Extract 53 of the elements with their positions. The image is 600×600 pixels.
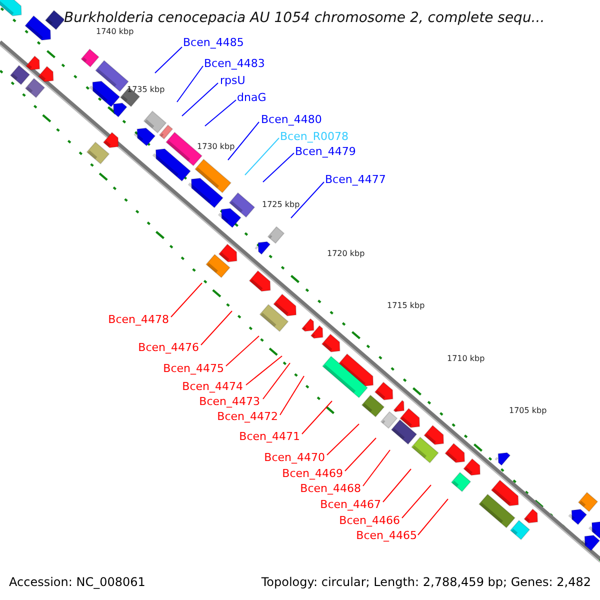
leader-line [280,376,304,416]
gene-label: rpsU [220,74,246,87]
title: Burkholderia cenocepacia AU 1054 chromosome 2, complete sequ... [64,10,545,27]
leader-line [362,450,390,486]
tick-label: 1740 kbp [96,26,134,37]
leader-line [154,46,182,74]
tick-label: 1735 kbp [127,84,165,95]
footer-text: Topology: circular; Length: 2,788,459 bp; Genes: 2,482 [261,576,591,589]
gene-label: Bcen_4478 [108,313,169,326]
leader-line [226,336,260,366]
leader-line [290,182,324,218]
gene-label: Bcen_4468 [300,482,361,495]
gene-label: dnaG [237,91,266,104]
tick-label: 1715 kbp [387,300,425,311]
leader-line [204,100,236,126]
gene-label: Bcen_4473 [199,395,260,408]
tick-label: 1725 kbp [262,199,300,210]
footer-text: Accession: NC_008061 [9,576,146,589]
leader-line [344,438,376,472]
gene-label: Bcen_4479 [295,145,356,158]
gene-label: Bcen_4467 [320,498,381,511]
leader-line [382,468,412,502]
leader-line [326,424,360,456]
gene-label: Bcen_4477 [325,173,386,186]
leader-line [228,122,260,160]
gene-label: Bcen_4471 [239,430,300,443]
gene-label: Bcen_4470 [264,451,325,464]
leader-line [176,66,204,102]
gene-label: Bcen_4469 [282,467,343,480]
leader-line [302,400,332,434]
gene-label: Bcen_4480 [261,113,322,126]
gene-label: Bcen_R0078 [280,130,348,143]
tick-label: 1730 kbp [197,141,235,152]
leader-line [170,282,202,318]
gene-label: Bcen_4466 [339,514,400,527]
gene-label: Bcen_4483 [204,57,265,70]
gene-label: Bcen_4485 [183,36,244,49]
tick-label: 1710 kbp [447,353,485,364]
gene-label: Bcen_4465 [356,529,417,542]
tick-label: 1705 kbp [509,405,547,416]
leader-line [182,82,218,116]
gene-label: Bcen_4472 [217,410,278,423]
leader-line [200,310,232,346]
leader-line [246,356,282,386]
gene-label: Bcen_4475 [163,362,224,375]
leader-line [262,152,294,182]
leader-line [402,484,432,518]
leader-line [244,138,280,176]
gene-label: Bcen_4474 [182,380,243,393]
gene-label: Bcen_4476 [138,341,199,354]
leader-line [262,362,290,400]
tick-label: 1720 kbp [327,248,365,259]
leader-line [418,498,448,536]
